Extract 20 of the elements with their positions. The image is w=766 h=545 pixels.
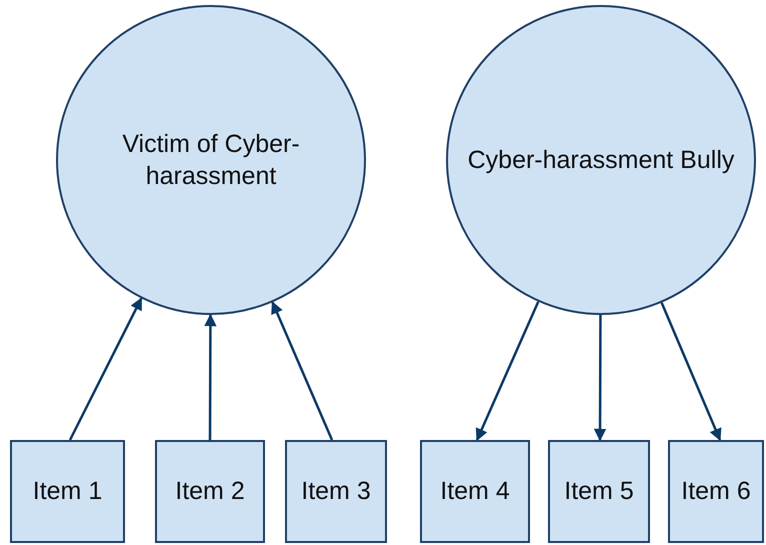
item-label: Item 5	[564, 476, 634, 508]
arrow	[476, 301, 540, 442]
item-label: Item 6	[681, 476, 751, 508]
arrow	[204, 314, 217, 440]
arrow	[271, 301, 334, 440]
item-label: Item 1	[32, 476, 102, 508]
item-label: Item 4	[440, 476, 510, 508]
construct-label: Victim of Cyber-harassment	[121, 128, 301, 192]
item-box	[155, 440, 265, 543]
construct-label: Cyber-harassment Bully	[468, 144, 734, 176]
arrow	[660, 302, 722, 442]
arrow	[594, 315, 606, 442]
item-box	[420, 440, 530, 543]
item-label: Item 2	[175, 476, 245, 508]
item-box	[285, 440, 387, 543]
item-box	[668, 440, 764, 543]
arrow	[68, 297, 142, 441]
item-box	[548, 440, 650, 543]
item-label: Item 3	[301, 476, 371, 508]
item-box	[10, 440, 125, 543]
